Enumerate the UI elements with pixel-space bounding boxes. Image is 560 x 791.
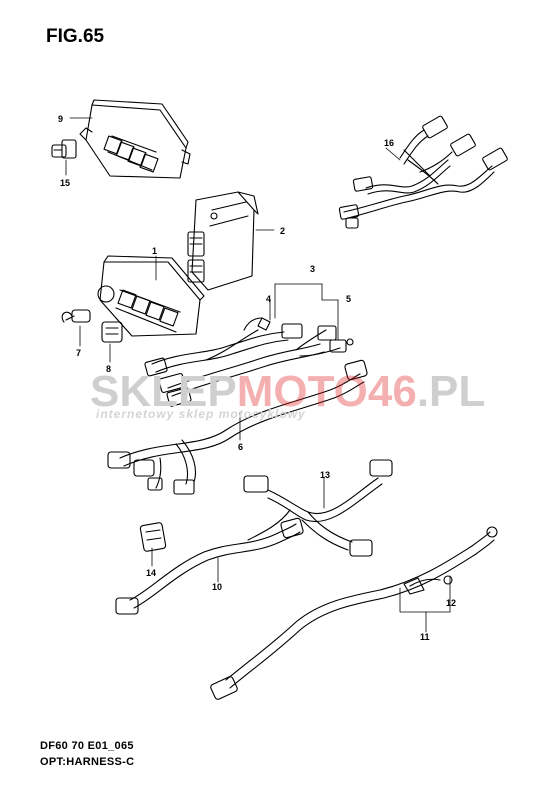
watermark-part-c: .PL: [417, 367, 485, 416]
part-8-connector: [101, 321, 123, 343]
callout-4: 4: [266, 294, 271, 304]
callout-3: 3: [310, 264, 315, 274]
watermark-part-b: MOTO46: [237, 367, 417, 416]
callout-11: 11: [420, 632, 430, 642]
part-7-connector: [61, 309, 91, 323]
part-16-harness: [338, 115, 508, 229]
callout-9: 9: [58, 114, 63, 124]
callout-14: 14: [146, 568, 156, 578]
callout-1: 1: [152, 246, 157, 256]
callout-5: 5: [346, 294, 351, 304]
callout-8: 8: [106, 364, 111, 374]
callout-15: 15: [60, 178, 70, 188]
part-13-harness: [243, 459, 393, 557]
callout-10: 10: [212, 582, 222, 592]
watermark: SKLEPMOTO46.PL internetowy sklep motocyk…: [90, 367, 485, 421]
callout-7: 7: [76, 348, 81, 358]
footer-code: DF60 70 E01_065: [40, 740, 134, 752]
callouts: 9 15 2 1 7 8 3 4 5 16 6 13 14 10 12 11: [58, 114, 456, 642]
part-6-harness: [107, 359, 368, 495]
part-3-harness: [144, 317, 354, 407]
callout-16: 16: [384, 138, 394, 148]
leader-lines: [65, 117, 451, 633]
part-14-connector: [139, 522, 167, 552]
footer-name: OPT:HARNESS-C: [40, 756, 135, 768]
svg-text:SKLEPMOTO46.PL: SKLEPMOTO46.PL: [90, 367, 485, 416]
watermark-part-a: SKLEP: [90, 367, 237, 416]
part-10-harness: [115, 517, 304, 615]
part-1-box: [97, 255, 205, 337]
callout-12: 12: [446, 598, 456, 608]
part-15-connector: [51, 139, 77, 159]
part-9-box: [79, 99, 191, 179]
callout-13: 13: [320, 470, 330, 480]
part-2-ecu: [187, 191, 259, 291]
part-11-harness: [210, 526, 498, 700]
watermark-tagline: internetowy sklep motocyklowy: [96, 407, 306, 421]
callout-2: 2: [280, 226, 285, 236]
figure-title: FIG.65: [46, 26, 105, 47]
callout-6: 6: [238, 442, 243, 452]
